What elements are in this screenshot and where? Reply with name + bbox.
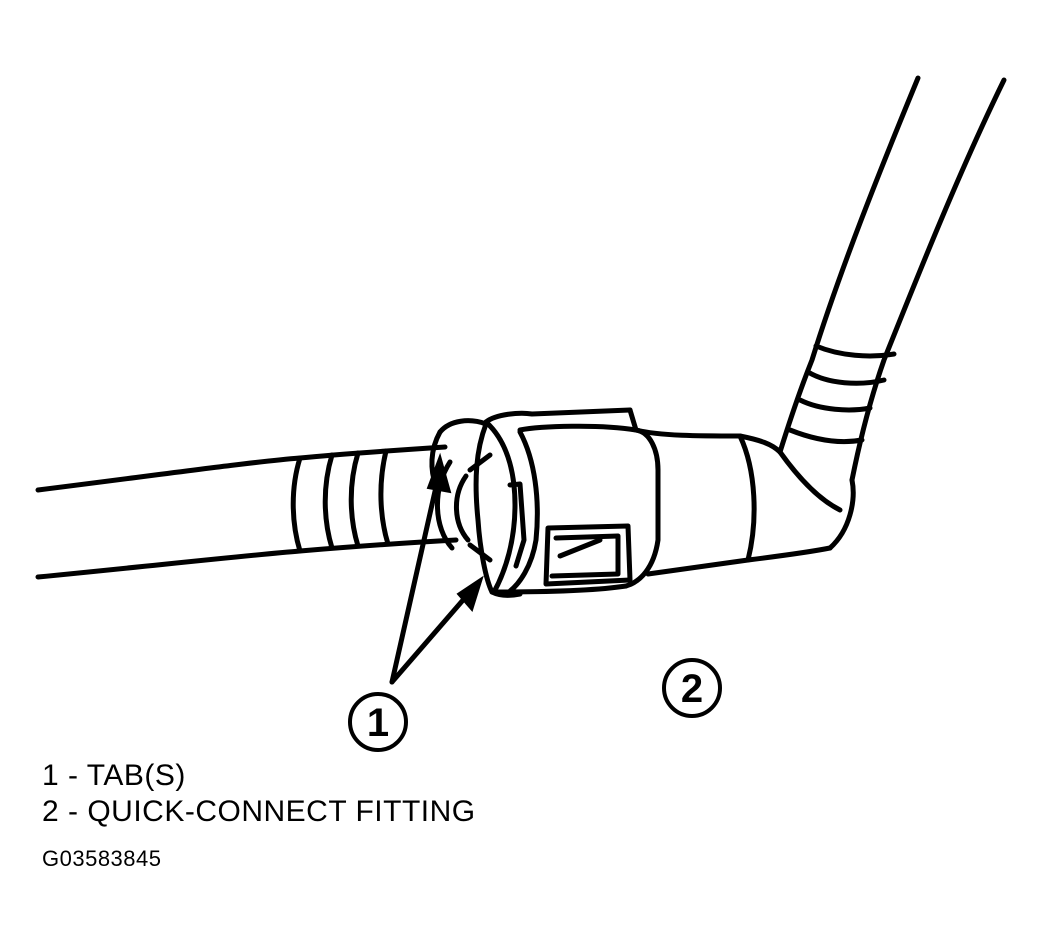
figure-id: G03583845	[42, 846, 162, 871]
callout-1: 1	[348, 692, 408, 752]
tab-arrowheads	[426, 452, 484, 613]
callout-2: 2	[662, 658, 722, 718]
arrowhead-upper	[426, 452, 452, 494]
legend-item-quick-connect: 2 - QUICK-CONNECT FITTING	[42, 795, 476, 828]
callout-2-number: 2	[681, 667, 703, 711]
legend-item-tabs: 1 - TAB(S)	[42, 759, 186, 792]
quick-connect-body	[483, 407, 757, 597]
tab-leader-lines	[389, 475, 473, 685]
left-hose	[35, 444, 459, 580]
elbow-and-upper-hose	[737, 75, 1007, 563]
legend: 1 - TAB(S) 2 - QUICK-CONNECT FITTING	[42, 758, 476, 830]
arrowhead-lower	[456, 575, 484, 613]
callout-1-number: 1	[367, 701, 389, 745]
tube-end	[435, 452, 493, 563]
